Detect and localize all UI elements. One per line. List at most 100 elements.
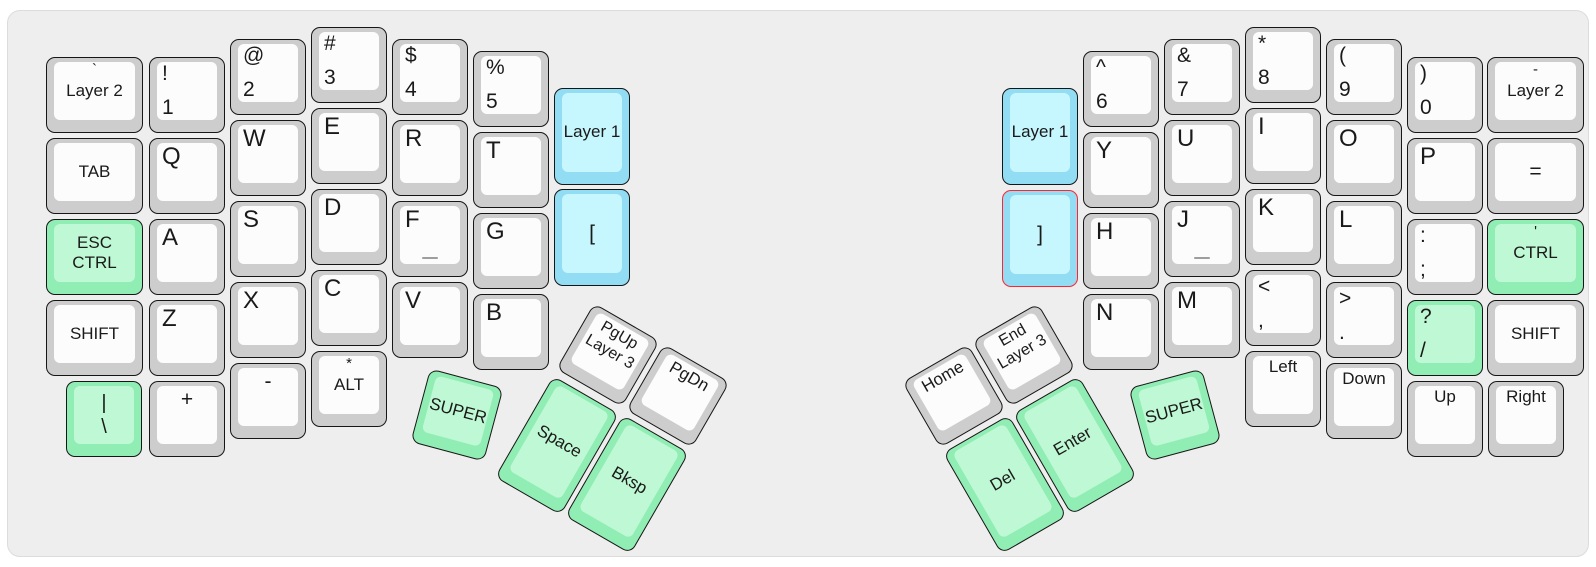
key-label: G bbox=[486, 218, 505, 245]
key-e[interactable]: E bbox=[311, 108, 387, 184]
key-label: Left bbox=[1253, 356, 1313, 377]
key-label: 1 bbox=[162, 96, 174, 120]
keycap-surface: T bbox=[481, 137, 541, 195]
key-m[interactable]: M bbox=[1164, 282, 1240, 358]
keycap-surface: Y bbox=[1091, 137, 1151, 195]
key-star-8[interactable]: *8 bbox=[1245, 27, 1321, 103]
key-label: F bbox=[405, 206, 420, 233]
key-f[interactable]: F bbox=[392, 201, 468, 277]
key-q[interactable]: Q bbox=[149, 138, 225, 214]
key-minus-left[interactable]: - bbox=[230, 363, 306, 439]
key-minus-layer2[interactable]: -Layer 2 bbox=[1487, 57, 1584, 133]
key-b[interactable]: B bbox=[473, 294, 549, 370]
key-l[interactable]: L bbox=[1326, 201, 1402, 277]
key-layer1-left[interactable]: Layer 1 bbox=[554, 88, 630, 185]
keycap-surface: [ bbox=[562, 194, 622, 273]
key-backtick-layer2[interactable]: `Layer 2 bbox=[46, 57, 143, 133]
key-label: Del bbox=[986, 465, 1019, 496]
keycap-surface: + bbox=[157, 386, 217, 444]
key-label: # bbox=[324, 32, 336, 55]
key-j[interactable]: J bbox=[1164, 201, 1240, 277]
key-rbracket[interactable]: ] bbox=[1002, 190, 1078, 287]
keycap-surface: P bbox=[1415, 143, 1475, 201]
keycap-surface: R bbox=[400, 125, 460, 183]
key-label: \ bbox=[101, 416, 107, 438]
key-right[interactable]: Right bbox=[1488, 381, 1564, 457]
key-t[interactable]: T bbox=[473, 132, 549, 208]
key-k[interactable]: K bbox=[1245, 189, 1321, 265]
key-up[interactable]: Up bbox=[1407, 381, 1483, 457]
key-z[interactable]: Z bbox=[149, 300, 225, 376]
key-super-left[interactable]: SUPER bbox=[410, 368, 504, 462]
keycap-surface: SUPER bbox=[1137, 375, 1211, 447]
key-label: : bbox=[1420, 224, 1426, 247]
key-s[interactable]: S bbox=[230, 201, 306, 277]
keycap-surface: I bbox=[1253, 113, 1313, 171]
key-shift-left[interactable]: SHIFT bbox=[46, 300, 143, 376]
key-hash-3[interactable]: #3 bbox=[311, 27, 387, 103]
keycap-surface: D bbox=[319, 194, 379, 252]
key-r[interactable]: R bbox=[392, 120, 468, 196]
key-d[interactable]: D bbox=[311, 189, 387, 265]
key-n[interactable]: N bbox=[1083, 294, 1159, 370]
key-dollar-4[interactable]: $4 bbox=[392, 39, 468, 115]
key-caret-6[interactable]: ^6 bbox=[1083, 51, 1159, 127]
key-super-right[interactable]: SUPER bbox=[1128, 368, 1222, 462]
key-tab[interactable]: TAB bbox=[46, 138, 143, 214]
key-down[interactable]: Down bbox=[1326, 363, 1402, 439]
key-question-slash[interactable]: ?/ bbox=[1407, 300, 1483, 376]
keycap-surface: 'CTRL bbox=[1495, 223, 1576, 282]
key-paren-9[interactable]: (9 bbox=[1326, 39, 1402, 115]
key-exclaim-1[interactable]: !1 bbox=[149, 57, 225, 133]
key-label: ^ bbox=[1096, 56, 1106, 79]
key-label: , bbox=[1258, 309, 1264, 333]
key-label: W bbox=[243, 125, 266, 152]
key-v[interactable]: V bbox=[392, 282, 468, 358]
key-star-alt[interactable]: *ALT bbox=[311, 351, 387, 427]
key-greater-period[interactable]: >. bbox=[1326, 282, 1402, 358]
key-label: Space bbox=[533, 421, 585, 462]
key-label: M bbox=[1177, 287, 1197, 314]
key-left[interactable]: Left bbox=[1245, 351, 1321, 427]
keycap-surface: `Layer 2 bbox=[54, 61, 135, 120]
key-label: B bbox=[486, 299, 503, 326]
key-c[interactable]: C bbox=[311, 270, 387, 346]
key-label: Layer 2 bbox=[1507, 81, 1564, 100]
key-label: 9 bbox=[1339, 78, 1351, 102]
key-y[interactable]: Y bbox=[1083, 132, 1159, 208]
key-i[interactable]: I bbox=[1245, 108, 1321, 184]
key-a[interactable]: A bbox=[149, 219, 225, 295]
key-quote-ctrl[interactable]: 'CTRL bbox=[1487, 219, 1584, 295]
key-label: R bbox=[405, 125, 423, 152]
key-p[interactable]: P bbox=[1407, 138, 1483, 214]
key-plus[interactable]: + bbox=[149, 381, 225, 457]
key-x[interactable]: X bbox=[230, 282, 306, 358]
key-colon-semicolon[interactable]: :; bbox=[1407, 219, 1483, 295]
keycap-surface: O bbox=[1334, 125, 1394, 183]
key-label: Enter bbox=[1050, 423, 1095, 460]
key-label: | bbox=[101, 392, 107, 414]
key-g[interactable]: G bbox=[473, 213, 549, 289]
keycap-surface: >. bbox=[1334, 287, 1394, 345]
keycap-surface: L bbox=[1334, 206, 1394, 264]
key-less-comma[interactable]: <, bbox=[1245, 270, 1321, 346]
key-u[interactable]: U bbox=[1164, 120, 1240, 196]
keycap-surface: Home bbox=[911, 352, 993, 433]
key-paren-0[interactable]: )0 bbox=[1407, 57, 1483, 133]
keycap-surface: H bbox=[1091, 218, 1151, 276]
key-w[interactable]: W bbox=[230, 120, 306, 196]
keycap-surface: ] bbox=[1010, 195, 1070, 274]
key-label: 7 bbox=[1177, 78, 1189, 102]
key-layer1-right[interactable]: Layer 1 bbox=[1002, 88, 1078, 185]
key-shift-right[interactable]: SHIFT bbox=[1487, 300, 1584, 376]
key-at-2[interactable]: @2 bbox=[230, 39, 306, 115]
key-amp-7[interactable]: &7 bbox=[1164, 39, 1240, 115]
key-lbracket[interactable]: [ bbox=[554, 189, 630, 286]
key-equals[interactable]: = bbox=[1487, 138, 1584, 214]
key-h[interactable]: H bbox=[1083, 213, 1159, 289]
key-percent-5[interactable]: %5 bbox=[473, 51, 549, 127]
key-pipe-backslash[interactable]: |\ bbox=[66, 381, 142, 457]
key-o[interactable]: O bbox=[1326, 120, 1402, 196]
key-label: H bbox=[1096, 218, 1114, 245]
